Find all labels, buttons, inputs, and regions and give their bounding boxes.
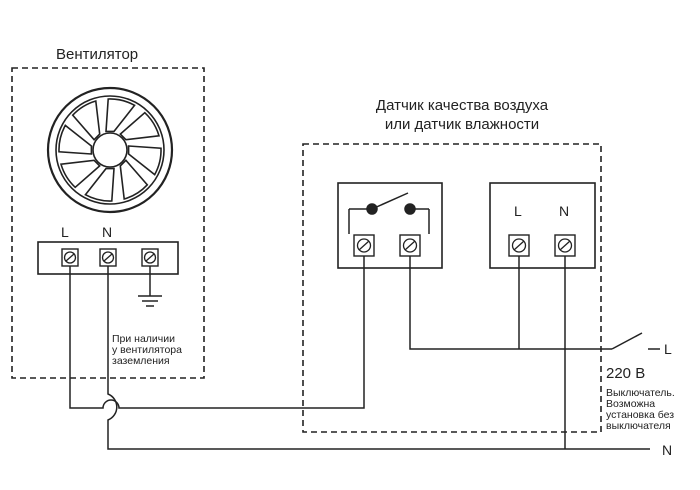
supply-switch-icon [611,332,643,350]
wire-fan-l [69,256,365,409]
fan-title: Вентилятор [56,46,139,63]
fan-terminal-l [61,248,79,267]
switch-note-line-2: Возможна [606,398,656,410]
ground-note-line-1: При наличии [112,333,175,345]
ground-symbol-icon [138,266,162,307]
fan-blade [84,167,115,202]
fan-blade [119,159,149,201]
switch-note-line-1: Выключатель. [606,387,675,399]
sensor-title-line-2: или датчик влажности [384,116,540,133]
fan-blade [59,159,101,189]
wire-fan-n [107,266,650,450]
wire-relay-to-l [409,256,612,350]
sensor-terminal-n-label: N [559,203,570,219]
sensor-power-block [489,182,596,269]
fan-blade [105,98,136,133]
relay-contact-icon [348,192,430,234]
sensor-relay-terminal-2 [399,234,421,257]
switch-note-line-3: установка без [606,409,675,421]
supply-voltage-label: 220 В [606,365,646,382]
supply-n-label: N [662,442,673,458]
fan-impeller-icon [46,86,174,214]
fan-terminal-ground [141,248,159,267]
fan-blade [71,99,101,141]
fan-blade [58,124,93,155]
supply-l-label: L [664,341,672,357]
fan-enclosure [11,67,205,379]
fan-terminal-l-label: L [61,224,69,240]
sensor-terminal-l-label: L [514,203,522,219]
sensor-power-terminal-l [508,234,530,257]
sensor-power-terminal-n [554,234,576,257]
fan-terminal-n [99,248,117,267]
sensor-enclosure [302,143,602,433]
ground-note-line-3: заземления [112,355,170,367]
wires [69,256,660,450]
fan-blade [127,145,162,176]
ground-note-line-2: у вентилятора [112,344,182,356]
sensor-relay-terminal-1 [353,234,375,257]
fan-terminal-n-label: N [102,224,113,240]
sensor-title-line-1: Датчик качества воздуха [375,97,549,114]
fan-blade [119,111,161,141]
switch-note-line-4: выключателя [606,420,671,432]
